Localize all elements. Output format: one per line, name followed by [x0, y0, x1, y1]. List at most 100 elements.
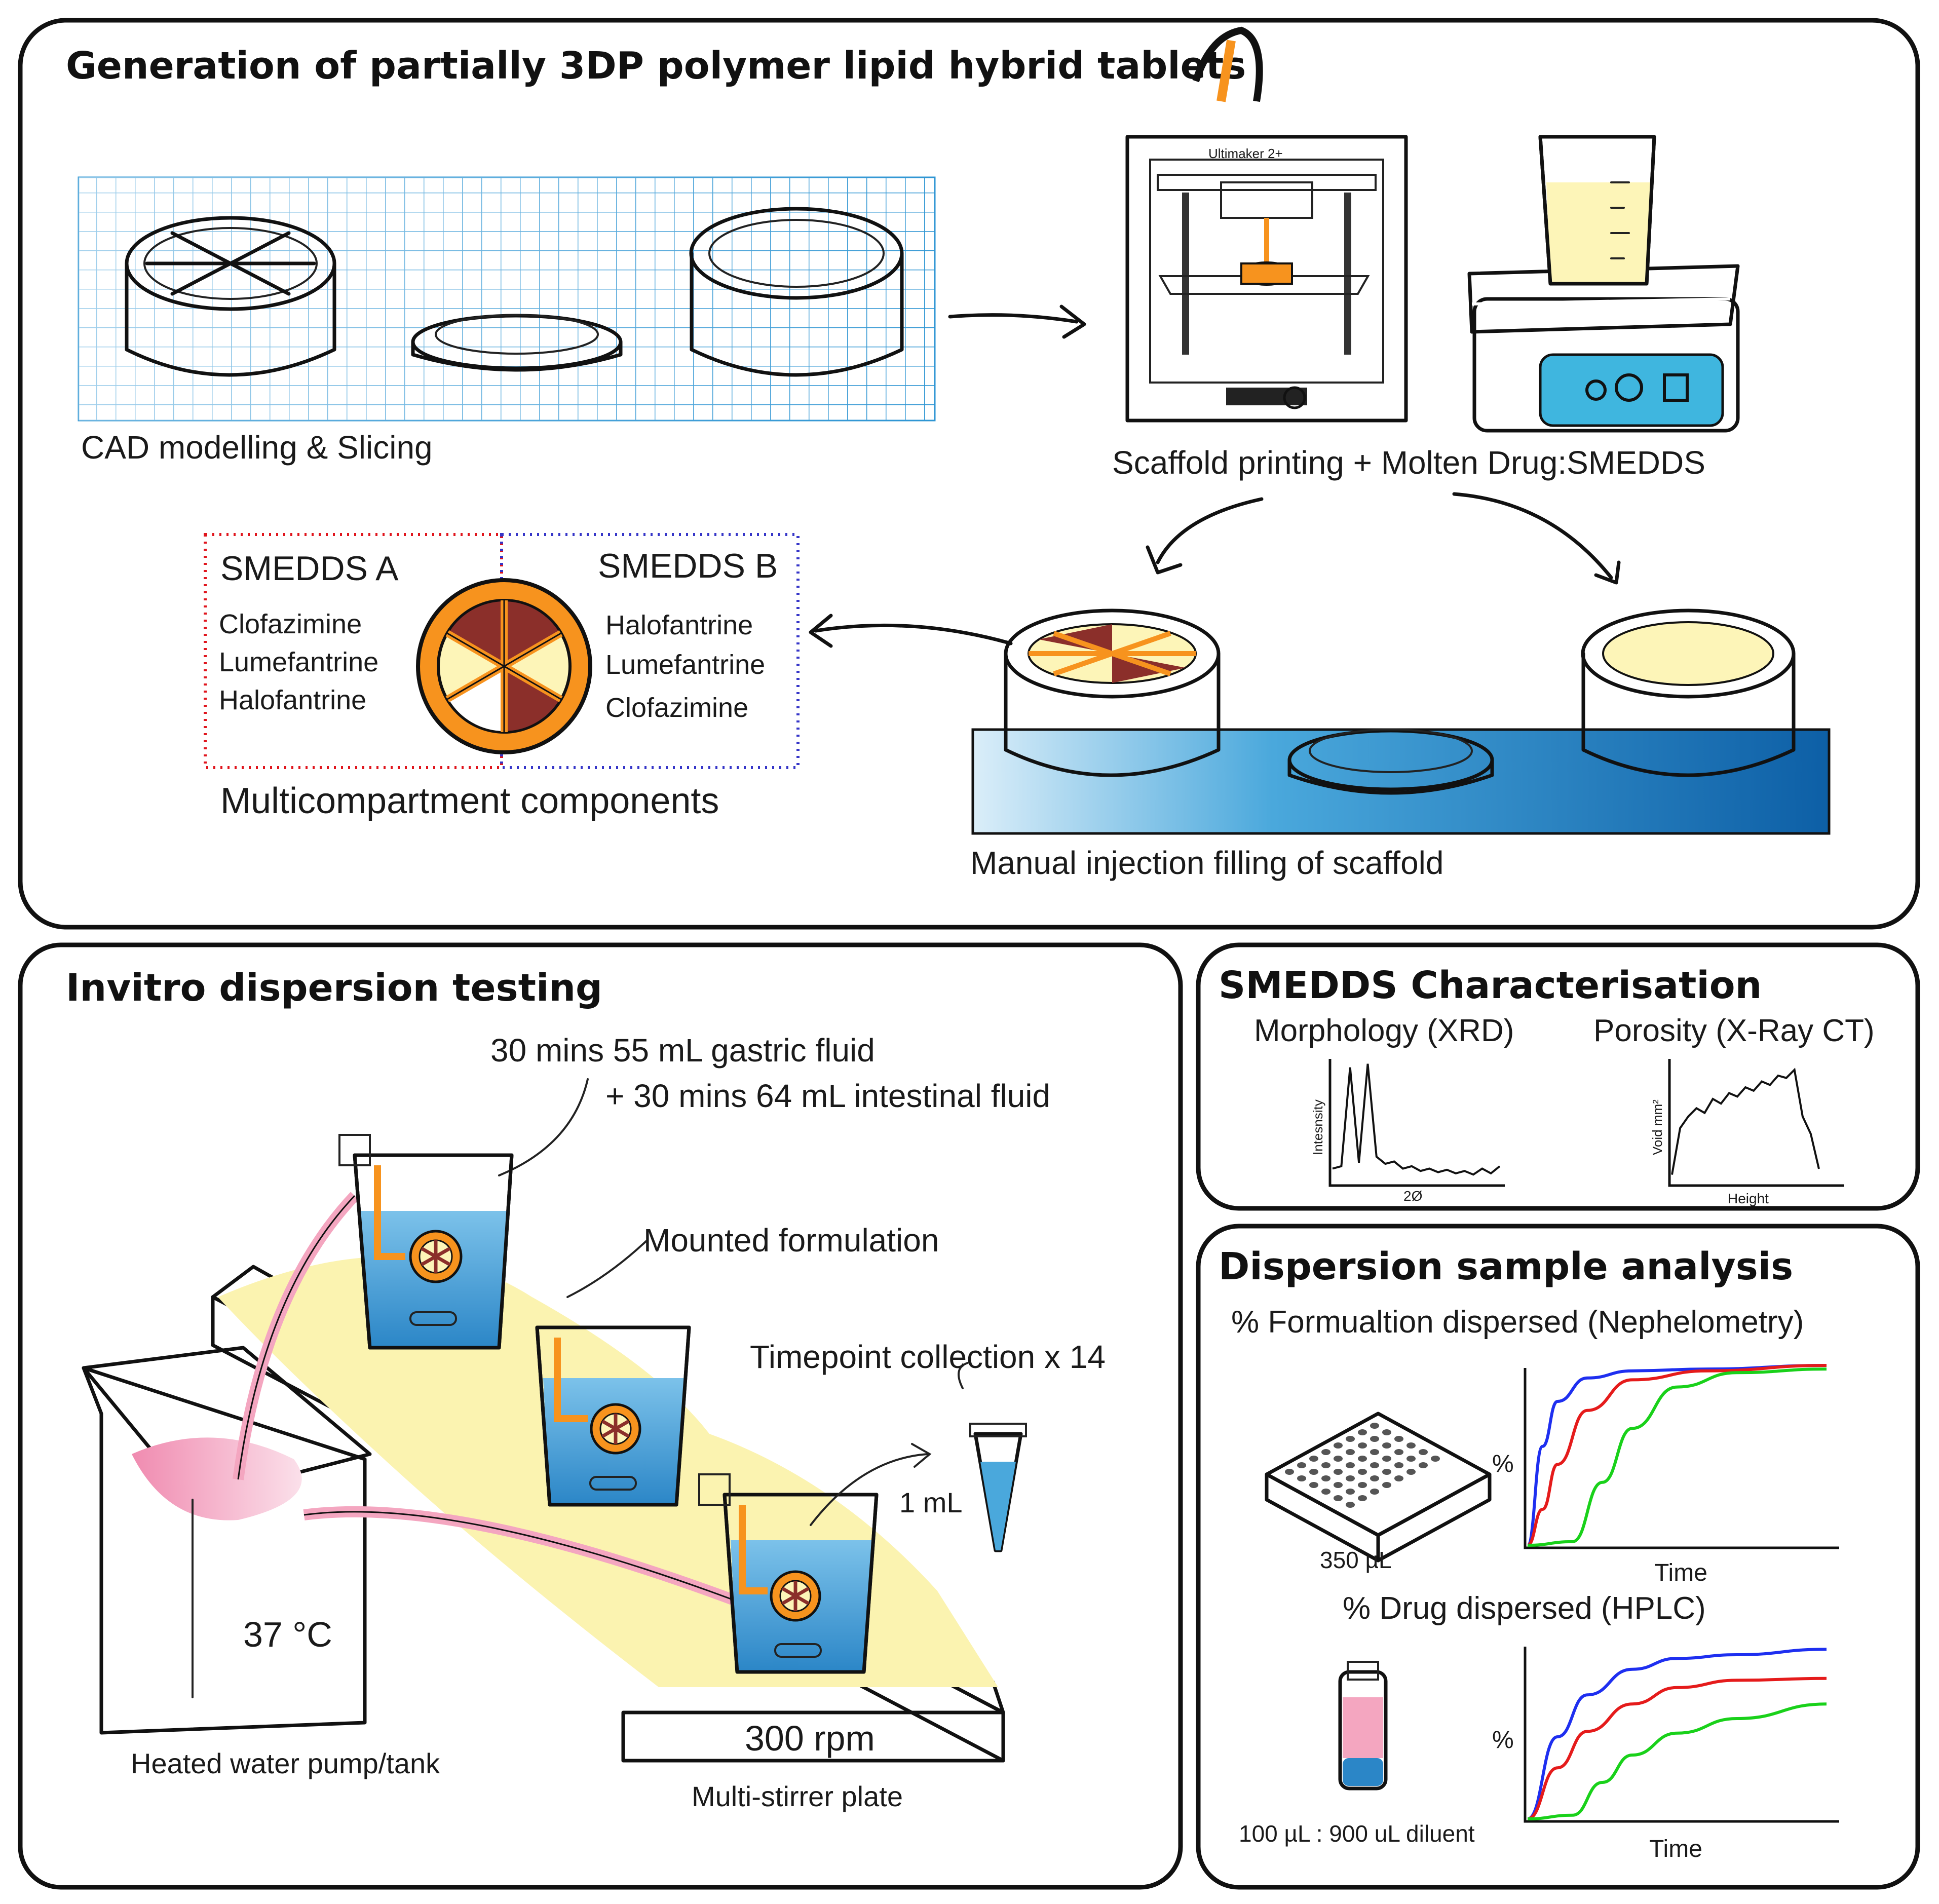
temperature-label: 37 °C [243, 1615, 332, 1654]
generation-title: Generation of partially 3DP polymer lipi… [66, 44, 1246, 88]
arrow-to-multicompartment [814, 623, 1013, 645]
neph-series-red [1527, 1364, 1827, 1547]
dissolution-beaker-1 [338, 1134, 514, 1350]
arrow-to-printer [948, 313, 1079, 324]
cad-open-cylinder [689, 207, 904, 377]
ct-chart: Void mm² Height [1650, 1059, 1844, 1206]
plate-well [1358, 1469, 1367, 1475]
plate-well [1382, 1469, 1391, 1475]
hplc-chart: % Time [1492, 1647, 1839, 1862]
rpm-label: 300 rpm [745, 1719, 875, 1758]
plate-well [1358, 1442, 1367, 1449]
neph-label: % Formualtion dispersed (Nephelometry) [1231, 1305, 1804, 1340]
characterisation-title: SMEDDS Characterisation [1219, 964, 1762, 1007]
smedds-b-box [500, 533, 800, 769]
filled-base-disc [1287, 729, 1494, 795]
plate-well [1321, 1475, 1330, 1481]
ct-series-line [1671, 1068, 1820, 1175]
printer-brand: Ultimaker 2+ [1208, 146, 1283, 161]
plate-well [1334, 1442, 1343, 1449]
smedds-a-title: SMEDDS A [220, 549, 399, 588]
plate-well [1321, 1449, 1330, 1455]
hplc-ylabel: % [1492, 1727, 1514, 1754]
plate-well [1394, 1475, 1403, 1481]
stirrer-label: Multi-stirrer plate [692, 1780, 903, 1812]
plate-well [1334, 1456, 1343, 1462]
dissolution-beaker-2 [535, 1325, 691, 1507]
plate-well [1297, 1462, 1306, 1468]
plate-well [1309, 1456, 1318, 1462]
hplc-xlabel: Time [1649, 1836, 1702, 1862]
plate-well [1297, 1475, 1306, 1481]
plate-volume: 350 µL [1320, 1547, 1392, 1573]
plate-well [1370, 1449, 1379, 1455]
plate-well [1309, 1482, 1318, 1488]
sample-tube [958, 1362, 1027, 1552]
hplc-series-blue [1527, 1648, 1827, 1820]
hplc-series-green [1527, 1702, 1827, 1820]
dissolution-beaker-3 [698, 1473, 879, 1674]
plate-well [1321, 1489, 1330, 1495]
multicompartment-label: Multicompartment components [220, 781, 719, 821]
neph-series-blue [1526, 1364, 1827, 1547]
hplc-vial [1338, 1661, 1388, 1791]
plate-well [1358, 1456, 1367, 1462]
plate-well [1358, 1429, 1367, 1435]
plate-well [1382, 1456, 1391, 1462]
hplc-series-red [1527, 1677, 1827, 1820]
plate-well [1394, 1462, 1403, 1468]
timepoint-label: Timepoint collection x 14 [750, 1339, 1106, 1375]
beaker-molten-drug [1538, 135, 1656, 286]
plate-well [1370, 1462, 1379, 1468]
plate-well [1334, 1482, 1343, 1488]
cad-scaffold-cylinder [125, 216, 336, 377]
plate-well [1358, 1482, 1367, 1488]
ct-ylabel: Void mm² [1650, 1099, 1665, 1155]
xrd-xlabel: 2Ø [1403, 1188, 1422, 1204]
characterisation-panel [1196, 942, 1920, 1211]
xrd-ylabel: Intesnsity [1310, 1099, 1325, 1155]
smedds-b-drug-1: Halofantrine [605, 610, 753, 640]
plate-well [1406, 1469, 1416, 1475]
plate-well [1346, 1449, 1355, 1455]
plate-well [1370, 1436, 1379, 1442]
fluid-line-1: 30 mins 55 mL gastric fluid [490, 1032, 875, 1069]
plate-well [1382, 1429, 1391, 1435]
xrd-label: Morphology (XRD) [1254, 1013, 1514, 1048]
plate-well [1382, 1482, 1391, 1488]
neph-xlabel: Time [1654, 1559, 1707, 1586]
xrd-series-line [1332, 1063, 1501, 1176]
fluid-line-2: + 30 mins 64 mL intestinal fluid [605, 1078, 1050, 1114]
plate-well [1346, 1436, 1355, 1442]
well-plate [1265, 1412, 1492, 1563]
filling-tray [971, 728, 1831, 835]
plate-well [1358, 1495, 1367, 1501]
plate-well [1334, 1495, 1343, 1501]
plate-well [1394, 1449, 1403, 1455]
plate-well [1406, 1456, 1416, 1462]
smedds-a-drug-1: Clofazimine [219, 609, 362, 639]
plate-well [1406, 1442, 1416, 1449]
cad-base-disc [411, 314, 623, 372]
plate-well [1346, 1475, 1355, 1481]
heated-water-tank [82, 1346, 372, 1735]
neph-ylabel: % [1492, 1451, 1514, 1477]
neph-series-green [1527, 1367, 1827, 1547]
plate-well [1346, 1462, 1355, 1468]
vial-label: 100 µL : 900 uL diluent [1239, 1820, 1475, 1847]
plate-well [1309, 1469, 1318, 1475]
invitro-title: Invitro dispersion testing [66, 966, 602, 1010]
plate-well [1346, 1502, 1355, 1508]
ct-xlabel: Height [1728, 1191, 1769, 1206]
cad-label: CAD modelling & Slicing [81, 429, 433, 466]
printer: Ultimaker 2+ [1125, 26, 1408, 423]
ct-label: Porosity (X-Ray CT) [1593, 1013, 1875, 1048]
sampling-arrow [810, 1453, 928, 1526]
plate-well [1431, 1456, 1440, 1462]
smedds-b-drug-2: Lumefantrine [605, 650, 765, 680]
plate-well [1285, 1469, 1294, 1475]
plate-well [1419, 1449, 1428, 1455]
smedds-a-drug-2: Lumefantrine [219, 647, 378, 677]
plate-well [1394, 1436, 1403, 1442]
filled-open-cylinder [1581, 608, 1796, 777]
